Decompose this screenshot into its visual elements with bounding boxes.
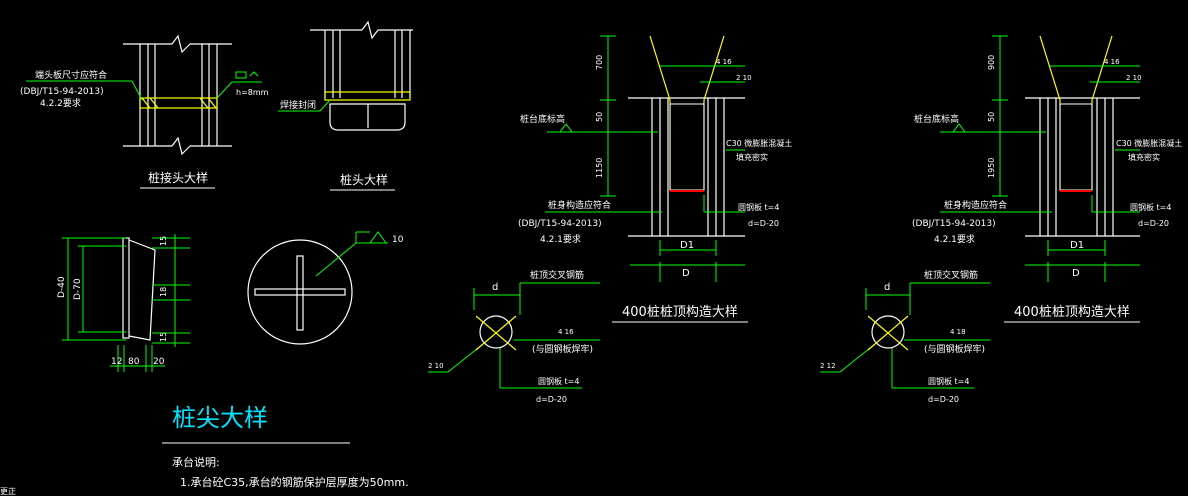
pile-joint-title: 桩接头大样 — [148, 170, 208, 185]
pile-top-left-title: 400桩桩顶构造大样 — [622, 305, 738, 320]
cross-left-dimension — [428, 282, 600, 389]
pile-top-right-title: 400桩桩顶构造大样 — [1014, 305, 1130, 320]
pile-top-right-rebar — [1039, 35, 1113, 190]
pile-joint-detail — [123, 34, 232, 156]
cross-right-weld-note: (与圆钢板焊牢) — [924, 343, 985, 355]
pile-top-left-concrete-2: 填充密实 — [736, 152, 768, 162]
pile-top-left-rebar-2: 2 10 — [736, 74, 752, 82]
pile-top-right-rebar-top: 4 16 — [1104, 58, 1120, 66]
pile-top-left-body-3: 4.2.1要求 — [540, 233, 581, 245]
pile-tip-title: 桩尖大样 — [172, 404, 268, 432]
pile-top-left-rebar-top: 4 16 — [716, 58, 732, 66]
pile-top-left-dim-1150: 1150 — [595, 158, 604, 178]
pile-tip-weld-size: 10 — [392, 235, 404, 245]
pile-head-title: 桩头大样 — [340, 172, 388, 187]
pile-top-right-d: D — [1072, 268, 1080, 279]
pile-top-right-dim-900: 900 — [987, 55, 996, 70]
pile-top-left-dim-700: 700 — [595, 55, 604, 70]
pile-top-left-concrete-1: C30 微膨胀混凝土 — [726, 138, 792, 148]
pile-tip-dim-d70: D-70 — [73, 278, 83, 300]
pile-top-right-plate-d: d=D-20 — [1138, 219, 1169, 228]
pile-tip-dim-12: 12 — [111, 357, 122, 367]
pile-top-left-dimensions — [545, 35, 745, 282]
pile-joint-note-2: (DBJ/T15-94-2013) — [20, 87, 104, 97]
pile-top-right-d1: D1 — [1070, 240, 1084, 251]
pile-top-left-cap-bottom: 桩台底标高 — [520, 113, 565, 125]
pile-tip-dim-15-top: 15 — [159, 236, 168, 246]
pile-top-left-plate: 圆钢板 t=4 — [738, 202, 779, 212]
pile-top-right-dim-1950: 1950 — [987, 158, 996, 178]
cross-left-top-label: 桩顶交叉钢筋 — [530, 269, 584, 281]
cross-left-plate: 圆钢板 t=4 — [538, 376, 579, 386]
pile-top-right-cap-bottom: 桩台底标高 — [914, 113, 959, 125]
pile-joint-note-3: 4.2.2要求 — [40, 97, 81, 109]
pile-top-left-rebar — [649, 35, 725, 190]
cross-right-rebar-label: 4 18 — [950, 328, 966, 336]
pile-top-left-concrete-fill — [669, 103, 705, 191]
notes-edge-text: 更正 — [0, 487, 16, 496]
pile-head-leader — [278, 99, 331, 112]
cross-left-side-rebar: 2 10 — [428, 362, 444, 370]
pile-head-weld-label: 焊接封闭 — [280, 99, 316, 111]
cross-right-side-rebar: 2 12 — [820, 362, 836, 370]
cross-right-plate: 圆钢板 t=4 — [928, 376, 969, 386]
pile-top-right-concrete-1: C30 微膨胀混凝土 — [1116, 138, 1182, 148]
pile-top-left-plate-d: d=D-20 — [748, 219, 779, 228]
cross-right-dimension — [820, 282, 990, 389]
pile-tip-dim-20: 20 — [153, 357, 165, 367]
pile-top-right-concrete-2: 填充密实 — [1128, 152, 1160, 162]
cross-right-plate-d: d=D-20 — [928, 395, 959, 404]
cross-right-top-label: 桩顶交叉钢筋 — [924, 269, 978, 281]
pile-top-right-plate: 圆钢板 t=4 — [1130, 202, 1171, 212]
pile-head-detail — [310, 20, 413, 131]
pile-tip-dim-15-bottom: 15 — [159, 332, 168, 342]
pile-joint-note-1: 端头板尺寸应符合 — [35, 69, 107, 81]
pile-top-left-dim-50: 50 — [595, 112, 604, 122]
cross-left-rebar-label: 4 16 — [558, 328, 574, 336]
cross-right-rebar — [867, 315, 909, 351]
pile-top-right-body-2: (DBJ/T15-94-2013) — [912, 219, 996, 229]
pile-top-right-concrete-fill — [1059, 103, 1093, 191]
pile-top-left-d: D — [682, 268, 690, 279]
pile-tip-plan-view — [247, 239, 353, 345]
pile-tip-dim-d40: D-40 — [57, 276, 67, 298]
pile-tip-dimensions — [62, 234, 190, 372]
pile-top-left-body-1: 桩身构造应符合 — [548, 199, 611, 211]
pile-joint-h-label: h=8mm — [236, 88, 269, 97]
pile-tip-dim-80: 80 — [128, 357, 140, 367]
pile-tip-dim-18: 18 — [159, 287, 168, 297]
cross-left-d: d — [492, 282, 498, 293]
cross-right-circle — [871, 315, 905, 349]
notes-heading: 承台说明: — [172, 455, 220, 469]
pile-top-right-rebar-2: 2 10 — [1126, 74, 1142, 82]
cross-right-d: d — [884, 282, 890, 293]
pile-top-left-structure — [628, 97, 745, 237]
pile-top-right-dimensions — [940, 35, 1140, 282]
cross-left-circle — [479, 315, 513, 349]
pile-top-right-structure — [1025, 97, 1140, 237]
pile-top-right-body-1: 桩身构造应符合 — [944, 199, 1007, 211]
pile-joint-leaders — [26, 71, 262, 101]
cross-left-rebar — [475, 315, 517, 351]
pile-top-left-body-2: (DBJ/T15-94-2013) — [518, 219, 602, 229]
pile-top-right-dim-50: 50 — [987, 112, 996, 122]
pile-top-left-d1: D1 — [680, 240, 694, 251]
pile-top-right-body-3: 4.2.1要求 — [934, 233, 975, 245]
pile-tip-side-view — [122, 237, 156, 341]
cross-left-weld-note: (与圆钢板焊牢) — [532, 343, 593, 355]
cross-left-plate-d: d=D-20 — [536, 395, 567, 404]
notes-item-1: 1.承台砼C35,承台的钢筋保护层厚度为50mm. — [180, 475, 409, 489]
pile-tip-weld-symbol — [315, 231, 388, 277]
